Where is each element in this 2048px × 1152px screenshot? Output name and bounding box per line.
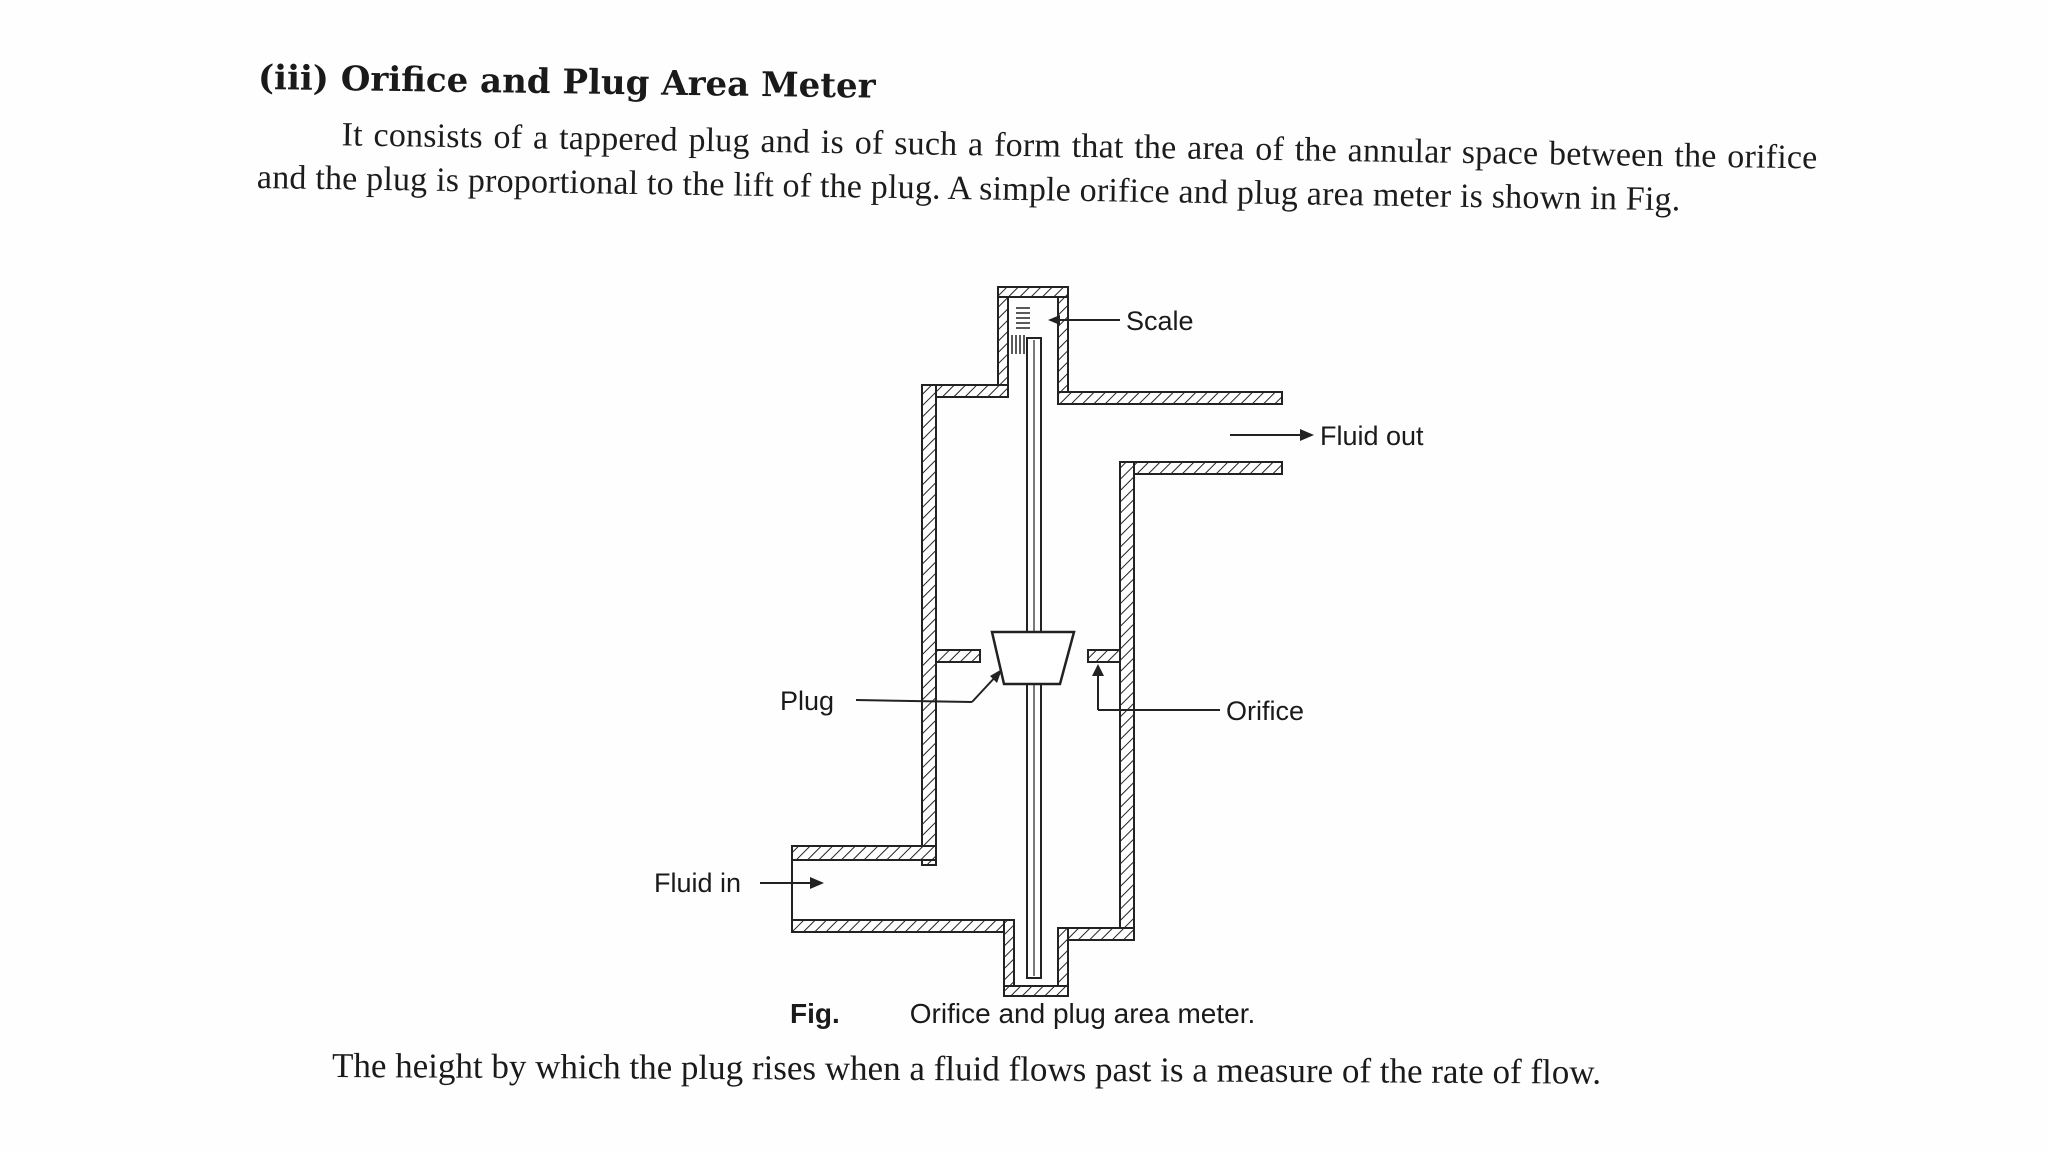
inlet-lower-wall (791, 919, 1015, 933)
label-orifice: Orifice (1226, 696, 1304, 726)
outlet-lower-wall (1119, 461, 1283, 475)
scale-housing-left-wall (997, 286, 1009, 396)
label-plug: Plug (780, 686, 834, 716)
figure-number: Fig. (790, 998, 840, 1029)
figure-caption: Fig. Orifice and plug area meter. (790, 998, 1255, 1030)
label-scale: Scale (1126, 306, 1194, 336)
bottom-housing-left-wall (1003, 919, 1015, 997)
conclusion-sentence: The height by which the plug rises when … (331, 1046, 1602, 1092)
figure-caption-text: Orifice and plug area meter. (909, 998, 1256, 1029)
orifice-plate-left (935, 649, 981, 663)
description-paragraph: It consists of a tappered plug and is of… (256, 116, 1818, 219)
label-fluid-in: Fluid in (654, 868, 741, 898)
orifice-plate-right (1087, 649, 1121, 663)
orifice-plug-meter-diagram: Scale Fluid out Plug Orifice Fluid in (640, 280, 1440, 1000)
bottom-wall-right (1057, 927, 1135, 941)
bottom-housing-cap (1003, 985, 1069, 997)
body-right-wall (1119, 461, 1135, 941)
tapered-plug (990, 630, 1076, 686)
inlet-upper-wall (791, 845, 937, 861)
upper-top-wall-right (1057, 391, 1283, 405)
body-left-wall (921, 384, 937, 866)
scale-markings (1011, 307, 1030, 354)
scale-housing-top-cap (997, 286, 1069, 298)
scale-housing-right-wall (1057, 286, 1069, 396)
section-heading: (iii) Orifice and Plug Area Meter (257, 58, 876, 107)
label-fluid-out: Fluid out (1320, 421, 1424, 451)
